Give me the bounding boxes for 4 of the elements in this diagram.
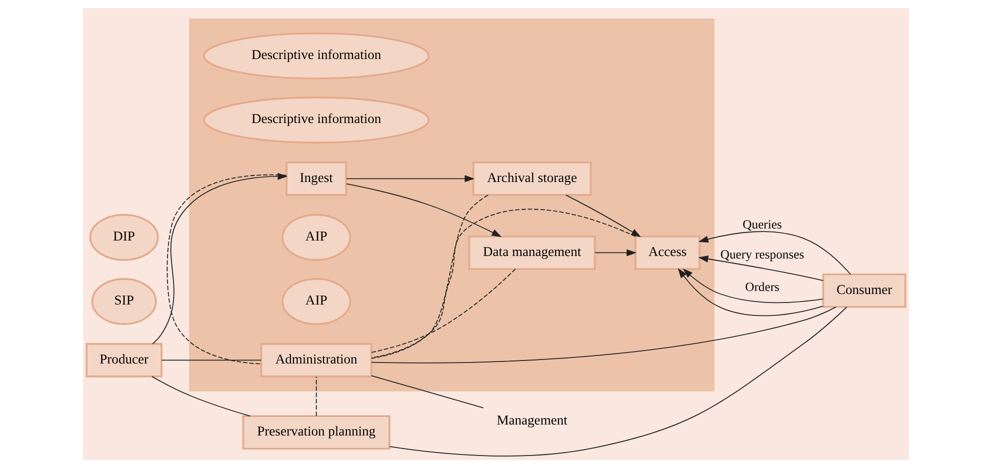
edge-label: Orders	[744, 280, 779, 294]
edge-label: Query responses	[720, 247, 804, 262]
edge-label: Queries	[742, 218, 782, 232]
node-text: Management	[496, 412, 567, 428]
